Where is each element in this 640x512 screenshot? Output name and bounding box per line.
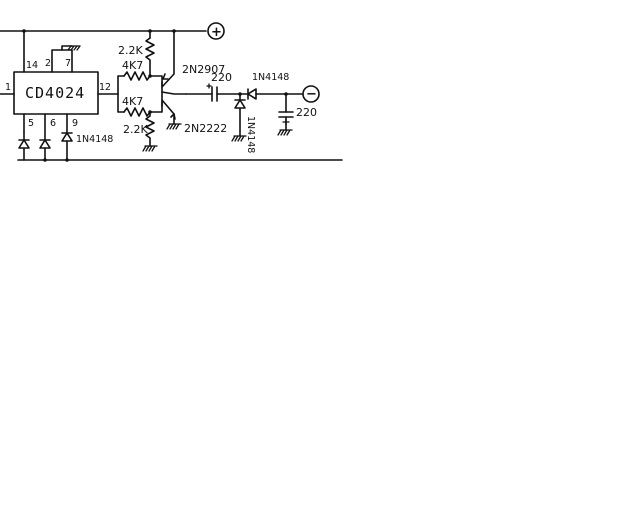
pin5-label: 5	[28, 118, 34, 129]
negative-terminal-label: −	[306, 87, 317, 102]
transistor-npn-label: 2N2222	[184, 122, 227, 135]
resistor-icon	[145, 111, 155, 147]
pin9-diode-branch: 9 1N4148	[61, 113, 113, 161]
capacitor-icon	[278, 93, 294, 131]
junction-dot	[148, 29, 152, 33]
capacitor-series-label: 220	[211, 71, 232, 84]
ground-icon	[277, 129, 293, 136]
diode-icon	[39, 139, 51, 149]
resistor-4k7-upper-label: 4K7	[122, 59, 143, 72]
pin12-label: 12	[99, 82, 111, 93]
diode-icon	[61, 132, 73, 142]
pin6-diode-branch: 6	[39, 113, 56, 161]
pin2-label: 2	[45, 58, 51, 69]
pin5-diode-branch: 5	[18, 113, 34, 161]
ground-icon	[166, 123, 182, 130]
junction-dot	[43, 158, 47, 162]
resistor-2k2-top-label: 2.2K	[118, 44, 143, 57]
diode-series-label: 1N4148	[252, 72, 289, 83]
ic-cd4024: CD4024	[13, 71, 99, 115]
wire	[149, 101, 163, 113]
ground-lead	[61, 45, 73, 51]
pin9-label: 9	[72, 118, 78, 129]
diode-shunt-label: 1N4148	[245, 116, 256, 153]
diode-icon	[247, 88, 257, 100]
pin12-wire-upper	[97, 75, 125, 95]
pin6-label: 6	[50, 118, 56, 129]
diode-icon	[234, 93, 246, 137]
ground-icon	[142, 145, 158, 152]
diode-icon	[18, 139, 30, 149]
ground-icon	[67, 45, 81, 51]
resistor-icon	[123, 71, 151, 81]
resistor-icon	[123, 107, 151, 117]
wire	[149, 75, 163, 87]
capacitor-output-label: 220	[296, 106, 317, 119]
pin12-wire-lower	[117, 93, 125, 113]
resistor-4k7-lower-label: 4K7	[122, 95, 143, 108]
transistor-icon	[161, 29, 187, 125]
capacitor-icon	[206, 83, 218, 102]
ground-icon	[231, 135, 247, 142]
junction-dot	[22, 29, 26, 33]
positive-terminal-label: +	[211, 25, 222, 40]
positive-terminal: +	[207, 22, 225, 40]
negative-terminal: −	[302, 85, 320, 103]
diode-group-label: 1N4148	[76, 134, 113, 145]
junction-dot	[65, 158, 69, 162]
ic-label: CD4024	[25, 84, 85, 102]
resistor-icon	[145, 37, 155, 77]
resistor-2k2-bottom-label: 2.2K	[123, 123, 148, 136]
pin1-label: 1	[5, 82, 11, 93]
pin7-label: 7	[65, 58, 71, 69]
pin14-label: 14	[26, 60, 38, 71]
transistor-pnp-label: 2N2907	[182, 63, 225, 76]
